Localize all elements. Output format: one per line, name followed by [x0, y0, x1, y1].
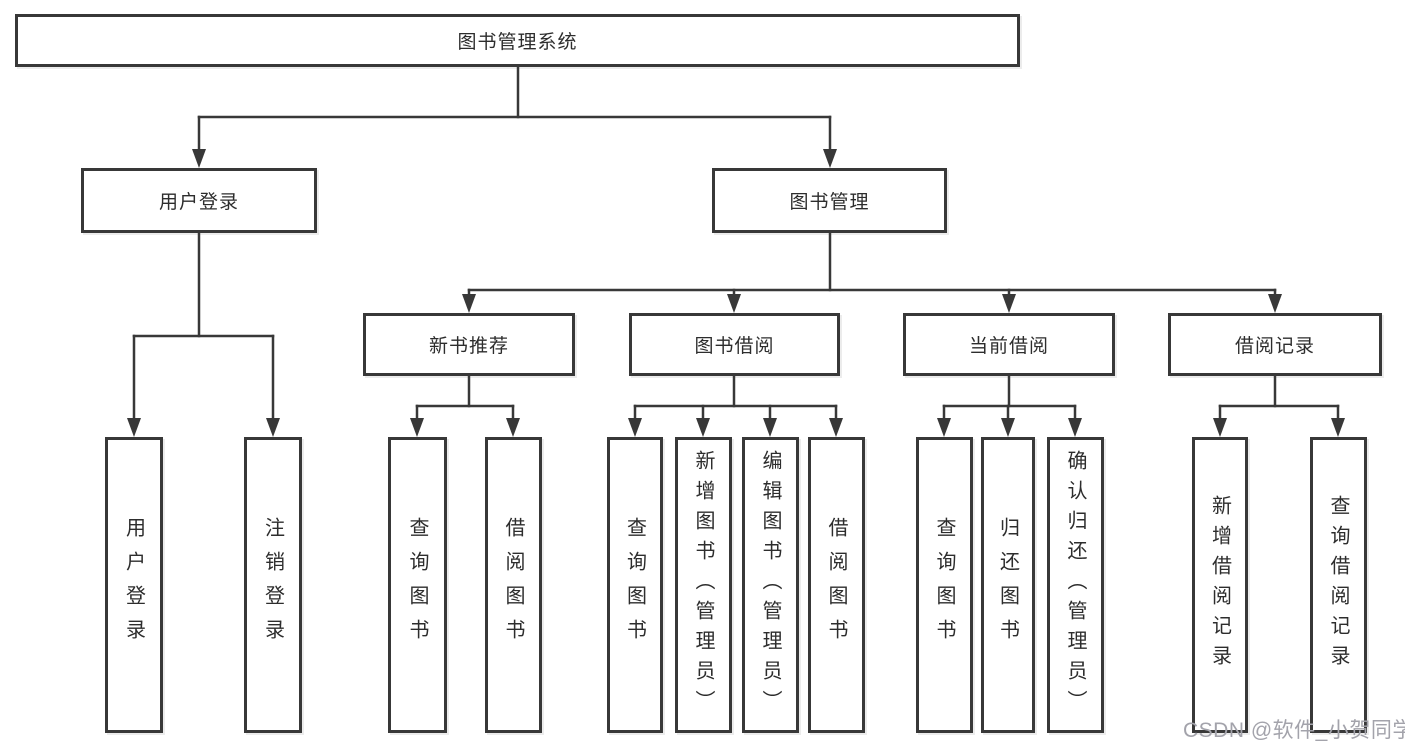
- leaf-label: 新增图书（管理员）: [692, 450, 714, 720]
- leaf-borrowing-add-books-admin: 新增图书（管理员）: [675, 437, 732, 733]
- node-new-book-recommend: 新书推荐: [363, 313, 575, 376]
- leaf-label: 新增借阅记录: [1208, 495, 1231, 675]
- node-library-system-root: 图书管理系统: [15, 14, 1020, 67]
- leaf-records-add-record: 新增借阅记录: [1192, 437, 1248, 733]
- leaf-recommend-borrow-books: 借阅图书: [485, 437, 542, 733]
- leaf-label: 确认归还（管理员）: [1064, 450, 1086, 720]
- node-label: 用户登录: [158, 192, 239, 213]
- csdn-watermark: CSDN @软件_小贺同学: [1183, 719, 1405, 742]
- node-user-login: 用户登录: [81, 168, 317, 233]
- node-label: 借阅记录: [1234, 336, 1315, 357]
- leaf-label: 查询借阅记录: [1327, 495, 1349, 675]
- leaf-current-confirm-return-admin: 确认归还（管理员）: [1047, 437, 1104, 733]
- leaf-borrowing-borrow-books: 借阅图书: [808, 437, 865, 733]
- node-label: 新书推荐: [428, 336, 509, 357]
- leaf-borrowing-query-books: 查询图书: [607, 437, 663, 733]
- leaf-label: 归还图书: [996, 517, 1019, 653]
- leaf-borrowing-edit-books-admin: 编辑图书（管理员）: [742, 437, 799, 733]
- leaf-user-login: 用户登录: [105, 437, 163, 733]
- node-label: 图书管理: [789, 192, 870, 213]
- leaf-current-query-books: 查询图书: [916, 437, 973, 733]
- node-borrowing-records: 借阅记录: [1168, 313, 1382, 376]
- node-label: 图书管理系统: [457, 32, 578, 53]
- leaf-label: 注销登录: [261, 517, 284, 653]
- leaf-label: 查询图书: [623, 517, 646, 653]
- node-label: 图书借阅: [694, 336, 775, 357]
- leaf-label: 查询图书: [406, 517, 428, 653]
- node-current-borrowing: 当前借阅: [903, 313, 1115, 376]
- leaf-current-return-books: 归还图书: [981, 437, 1035, 733]
- leaf-records-query-record: 查询借阅记录: [1310, 437, 1367, 733]
- leaf-label: 编辑图书（管理员）: [759, 450, 781, 720]
- leaf-recommend-query-books: 查询图书: [388, 437, 447, 733]
- leaf-label: 借阅图书: [502, 517, 524, 653]
- leaf-label: 查询图书: [933, 517, 955, 653]
- node-label: 当前借阅: [968, 336, 1049, 357]
- leaf-logout-login: 注销登录: [244, 437, 302, 733]
- node-book-borrowing: 图书借阅: [629, 313, 840, 376]
- leaf-label: 用户登录: [122, 517, 145, 653]
- node-book-management: 图书管理: [712, 168, 947, 233]
- leaf-label: 借阅图书: [825, 517, 847, 653]
